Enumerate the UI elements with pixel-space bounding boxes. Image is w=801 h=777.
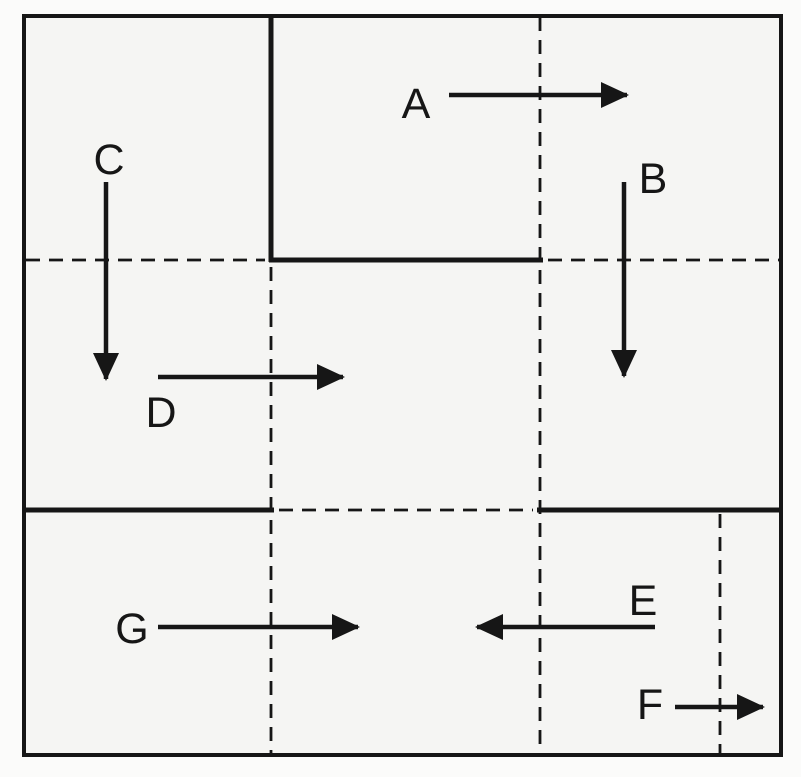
arrow-label-D: D — [145, 389, 176, 437]
arrow-label-B: B — [639, 155, 668, 203]
arrow-label-F: F — [637, 681, 663, 729]
outer-border — [22, 14, 783, 757]
arrow-label-C: C — [93, 136, 124, 184]
arrow-label-G: G — [115, 605, 148, 653]
arrow-label-E: E — [629, 577, 658, 625]
arrow-label-A: A — [402, 80, 431, 128]
